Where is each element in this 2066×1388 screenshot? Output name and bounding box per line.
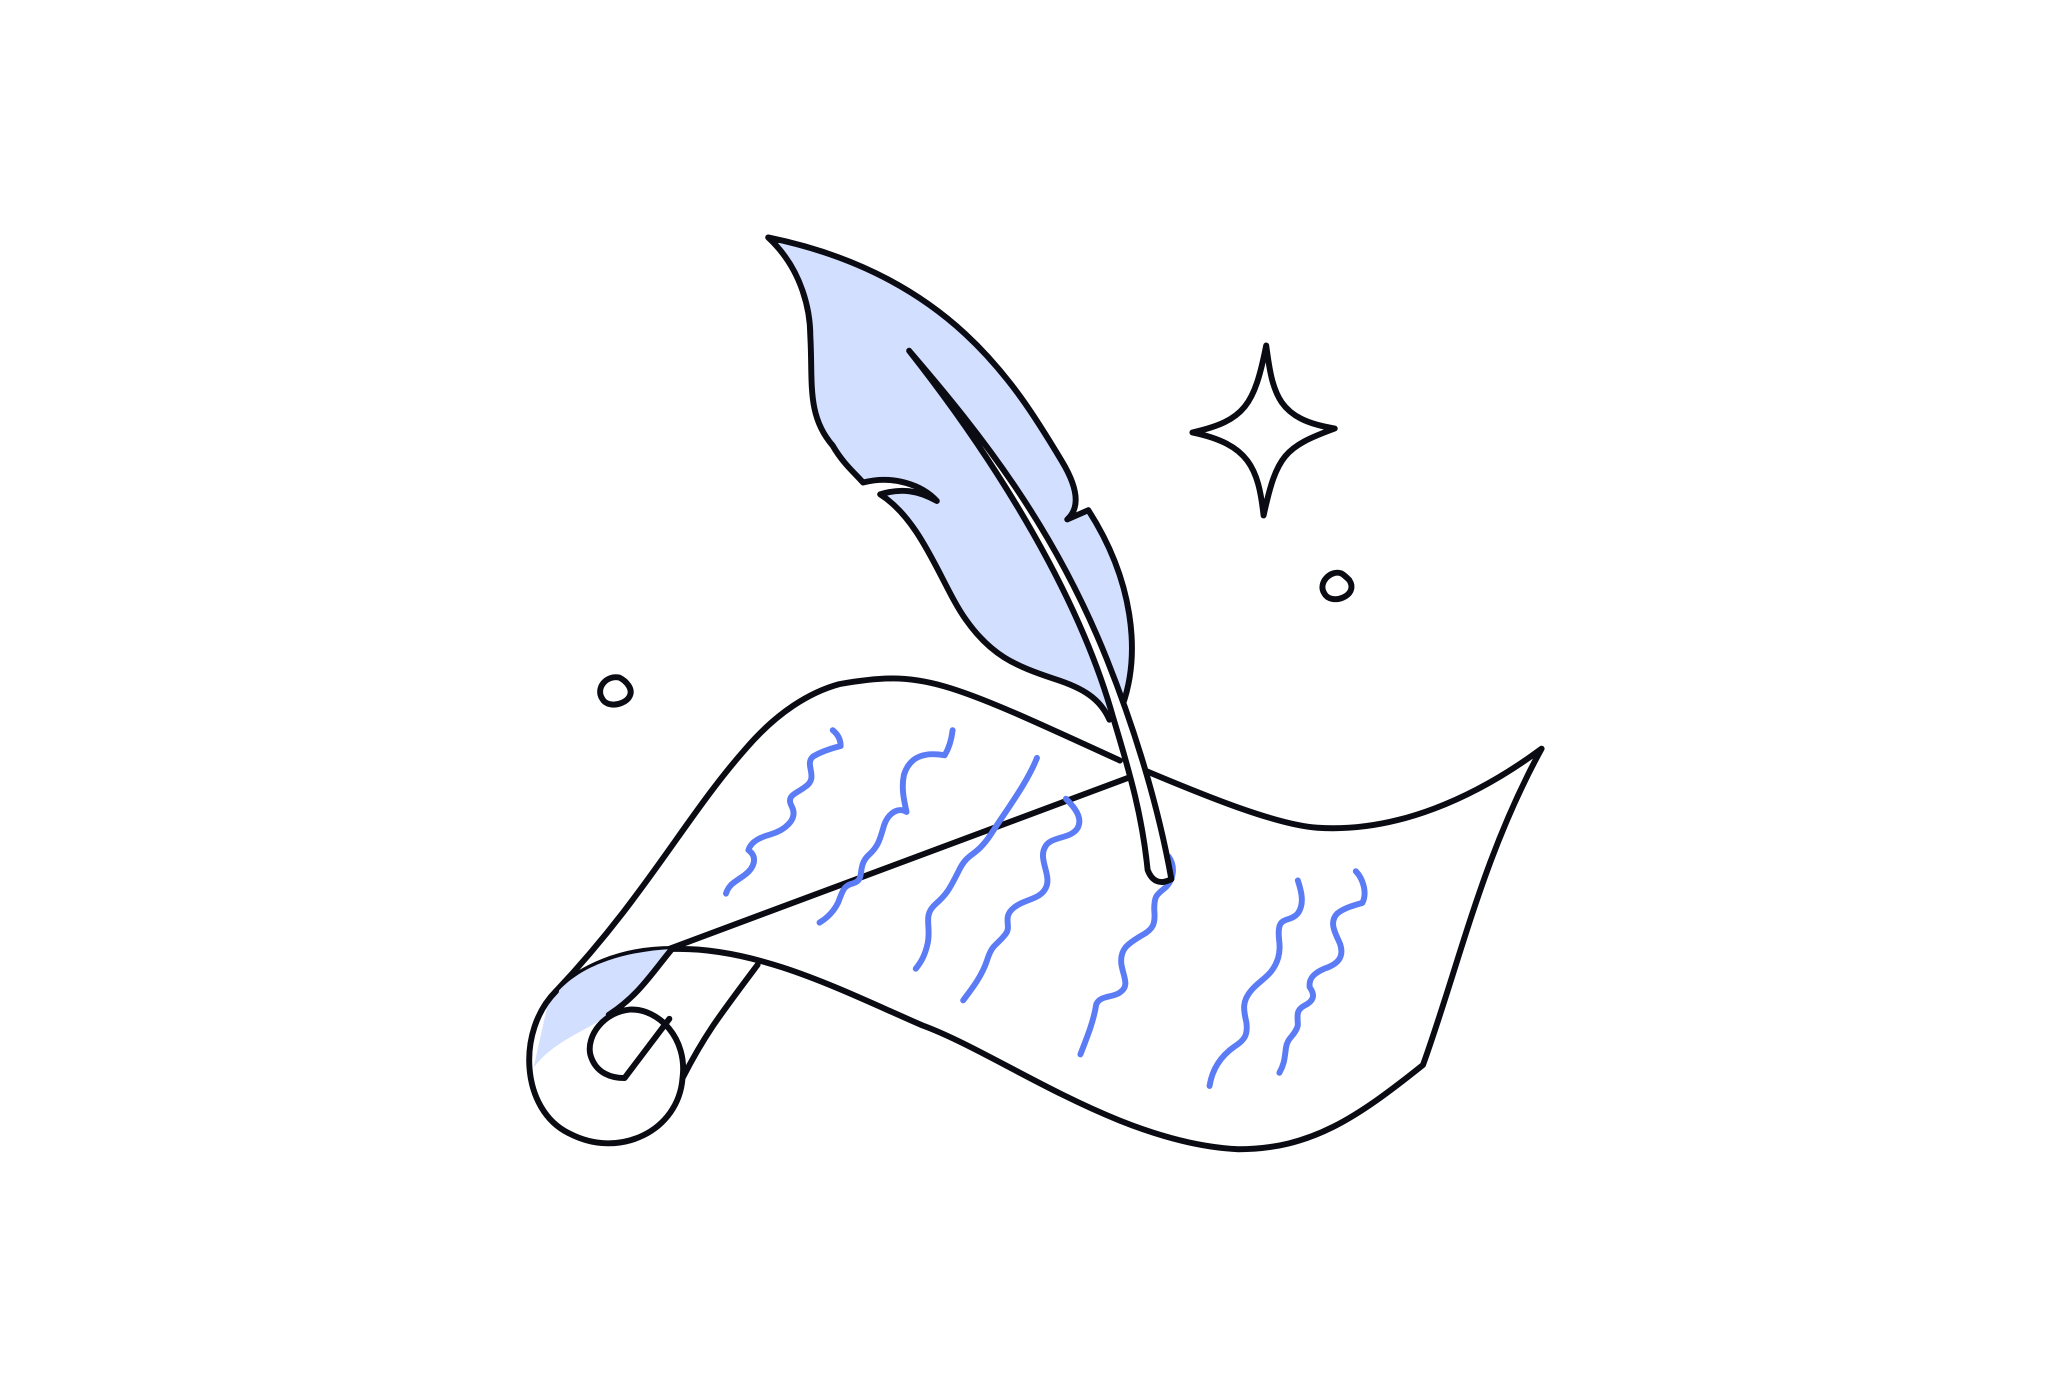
quill-shaft	[906, 347, 1175, 885]
dot-icon	[1319, 569, 1355, 603]
quill-icon	[765, 234, 1175, 885]
sparkle-icon	[1189, 342, 1338, 519]
writing-lines	[723, 727, 1368, 1089]
scroll-roll	[526, 945, 761, 1147]
quill-feather	[765, 234, 1135, 723]
dot-icon	[597, 674, 634, 708]
scroll-roll-fill	[533, 948, 672, 1068]
